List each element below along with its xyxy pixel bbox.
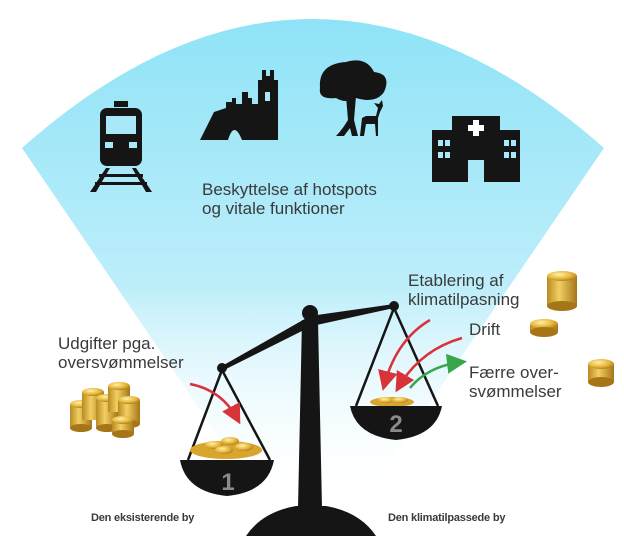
arrow-etablering	[378, 318, 431, 391]
pan-number-left: 1	[221, 469, 234, 496]
left-pan	[180, 369, 274, 496]
castle-ruin-icon	[200, 70, 278, 140]
scale-base	[246, 506, 376, 536]
label-faerre: Færre over- svømmelser	[469, 363, 562, 401]
coin-stack-drift	[530, 319, 558, 337]
pan-number-right: 2	[389, 411, 402, 438]
caption-climate-adapted-city: Den klimatilpassede by	[388, 512, 506, 524]
coin-stack-etablering	[547, 271, 577, 311]
train-icon	[90, 101, 152, 192]
scale-pivot	[302, 305, 318, 321]
label-etablering: Etablering af klimatilpasning	[408, 271, 520, 309]
label-udgifter: Udgifter pga. oversvømmelser	[58, 334, 184, 372]
tree-deer-icon	[319, 60, 387, 136]
coin-pile-left	[70, 382, 140, 438]
coin-stack-faerre	[588, 359, 614, 387]
arrow-udgifter	[189, 382, 241, 425]
arrow-faerre	[409, 353, 467, 389]
scale-post	[298, 320, 322, 508]
arrow-drift	[395, 336, 463, 393]
balance-scale	[180, 301, 442, 536]
label-drift: Drift	[469, 320, 501, 339]
title-text: Beskyttelse af hotspots og vitale funkti…	[202, 180, 377, 218]
caption-existing-city: Den eksisterende by	[91, 512, 195, 524]
right-pan	[350, 307, 442, 440]
hospital-icon	[432, 116, 520, 182]
